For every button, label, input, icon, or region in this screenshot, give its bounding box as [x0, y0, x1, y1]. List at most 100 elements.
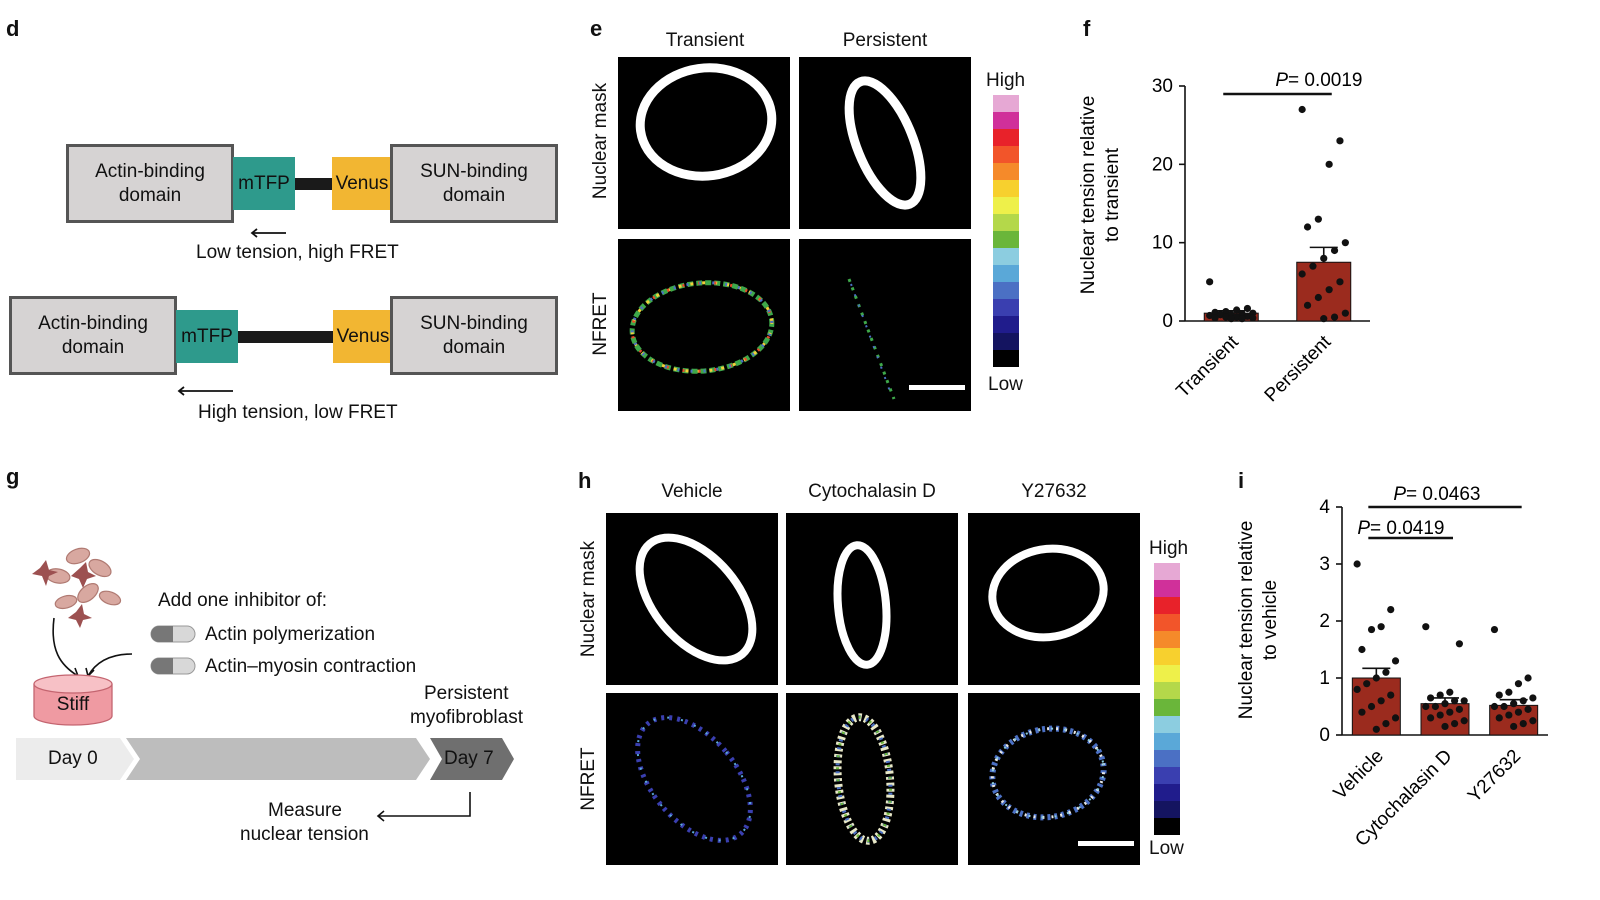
inhibitor-actin-polymerization: Actin polymerization	[205, 624, 376, 645]
bar	[1351, 677, 1401, 736]
micrograph-mask-vehicle	[606, 513, 778, 685]
inhibitor-actomyosin: Actin–myosin contraction	[205, 656, 417, 677]
mtfp-box: mTFP	[233, 157, 295, 210]
data-point	[1391, 714, 1400, 722]
data-point	[1460, 717, 1468, 725]
data-point	[1238, 315, 1246, 323]
pill-icon	[150, 625, 196, 643]
data-point	[1427, 694, 1435, 702]
data-point	[1330, 246, 1339, 255]
sun-binding-domain-box: SUN-binding domain	[390, 296, 558, 375]
pvalue-i2-value: = 0.0463	[1406, 484, 1481, 505]
data-point	[1358, 645, 1366, 654]
cell-cluster-icon	[32, 547, 122, 628]
data-point	[1377, 623, 1385, 631]
data-point	[1330, 313, 1339, 321]
colorbar-high-label: High	[1149, 538, 1189, 559]
micrograph-nfret-persistent	[799, 239, 971, 411]
x-tick-label: Y27632	[1464, 746, 1525, 807]
measure-label-line1: Measure	[268, 800, 342, 821]
row-header-nfret: NFRET	[590, 292, 611, 356]
data-point	[1325, 286, 1333, 294]
ylabel-i-line1: Nuclear tension relative	[1236, 521, 1257, 720]
panel-letter-f: f	[1083, 16, 1091, 41]
data-point	[1372, 674, 1380, 682]
data-point	[1298, 105, 1306, 114]
micrograph-nfret-y27632	[968, 693, 1140, 865]
data-point	[1243, 304, 1252, 313]
ylabel-f-line1: Nuclear tension relative	[1080, 96, 1099, 295]
data-point	[1490, 625, 1499, 634]
micrograph-mask-persistent	[799, 57, 971, 229]
actin-binding-domain-box: Actin-binding domain	[9, 296, 177, 375]
stiff-substrate-dish	[33, 674, 113, 726]
micrograph-mask-cytochalasin	[786, 513, 958, 685]
data-point	[1524, 705, 1532, 713]
data-point	[1363, 680, 1371, 688]
sun-binding-domain-box: SUN-binding domain	[390, 144, 558, 223]
linker	[238, 331, 334, 343]
data-point	[1222, 313, 1230, 321]
data-point	[1222, 308, 1230, 316]
data-point	[1427, 714, 1435, 722]
data-point	[1367, 702, 1376, 711]
data-point	[1233, 313, 1241, 321]
data-point	[1436, 691, 1444, 699]
stiff-label: Stiff	[56, 694, 90, 715]
data-point	[1341, 239, 1349, 247]
data-point	[1387, 691, 1395, 699]
data-point	[1514, 680, 1523, 688]
data-point	[1372, 725, 1380, 733]
data-point	[1387, 606, 1395, 614]
micrograph-nfret-transient	[618, 239, 790, 411]
colorbar-low-label: Low	[988, 374, 1023, 395]
venus-box: Venus	[333, 310, 393, 363]
data-point	[1382, 668, 1390, 676]
timeline-arrow	[16, 738, 514, 780]
data-point	[1206, 278, 1214, 286]
data-point	[1211, 314, 1219, 322]
bar	[1296, 261, 1352, 322]
colorbar-h	[1154, 563, 1180, 835]
data-point	[1309, 262, 1317, 270]
ylabel-i-line2: to vehicle	[1260, 580, 1281, 660]
data-point	[1298, 270, 1306, 278]
micrograph-nfret-vehicle	[606, 693, 778, 865]
measure-label-line2: nuclear tension	[240, 824, 369, 845]
linker	[295, 178, 333, 190]
column-header-y27632: Y27632	[1021, 481, 1087, 502]
data-point	[1490, 702, 1499, 711]
micrograph-mask-y27632	[968, 513, 1140, 685]
y-tick-label: 3	[1319, 554, 1330, 575]
data-point	[1510, 722, 1518, 731]
panel-letter-i: i	[1238, 468, 1245, 493]
data-point	[1353, 560, 1361, 568]
actin-binding-domain-box: Actin-binding domain	[66, 144, 234, 223]
data-point	[1441, 700, 1449, 708]
data-point	[1455, 705, 1463, 713]
data-point	[1446, 708, 1454, 716]
data-point	[1519, 697, 1527, 705]
data-point	[1216, 311, 1225, 319]
ylabel-f-line2: to transient	[1102, 147, 1123, 242]
y-tick-label: 1	[1319, 668, 1330, 689]
data-point	[1524, 674, 1532, 682]
low-tension-caption: Low tension, high FRET	[196, 242, 399, 263]
day0-label: Day 0	[48, 748, 98, 769]
data-point	[1336, 278, 1344, 286]
data-point	[1353, 685, 1361, 693]
data-point	[1495, 691, 1503, 699]
data-point	[1314, 215, 1322, 223]
data-point	[1422, 702, 1430, 711]
data-point	[1325, 160, 1333, 168]
row-header-nfret: NFRET	[578, 747, 599, 811]
data-point	[1446, 688, 1454, 696]
data-point	[1249, 314, 1257, 322]
arrow-left-icon	[250, 228, 286, 238]
data-point	[1510, 700, 1518, 708]
high-tension-caption: High tension, low FRET	[198, 402, 398, 423]
panel-letter-e: e	[590, 16, 603, 41]
micrograph-mask-transient	[618, 57, 790, 229]
pvalue-f-label: P	[1275, 70, 1288, 91]
y-tick-label: 30	[1152, 76, 1173, 97]
